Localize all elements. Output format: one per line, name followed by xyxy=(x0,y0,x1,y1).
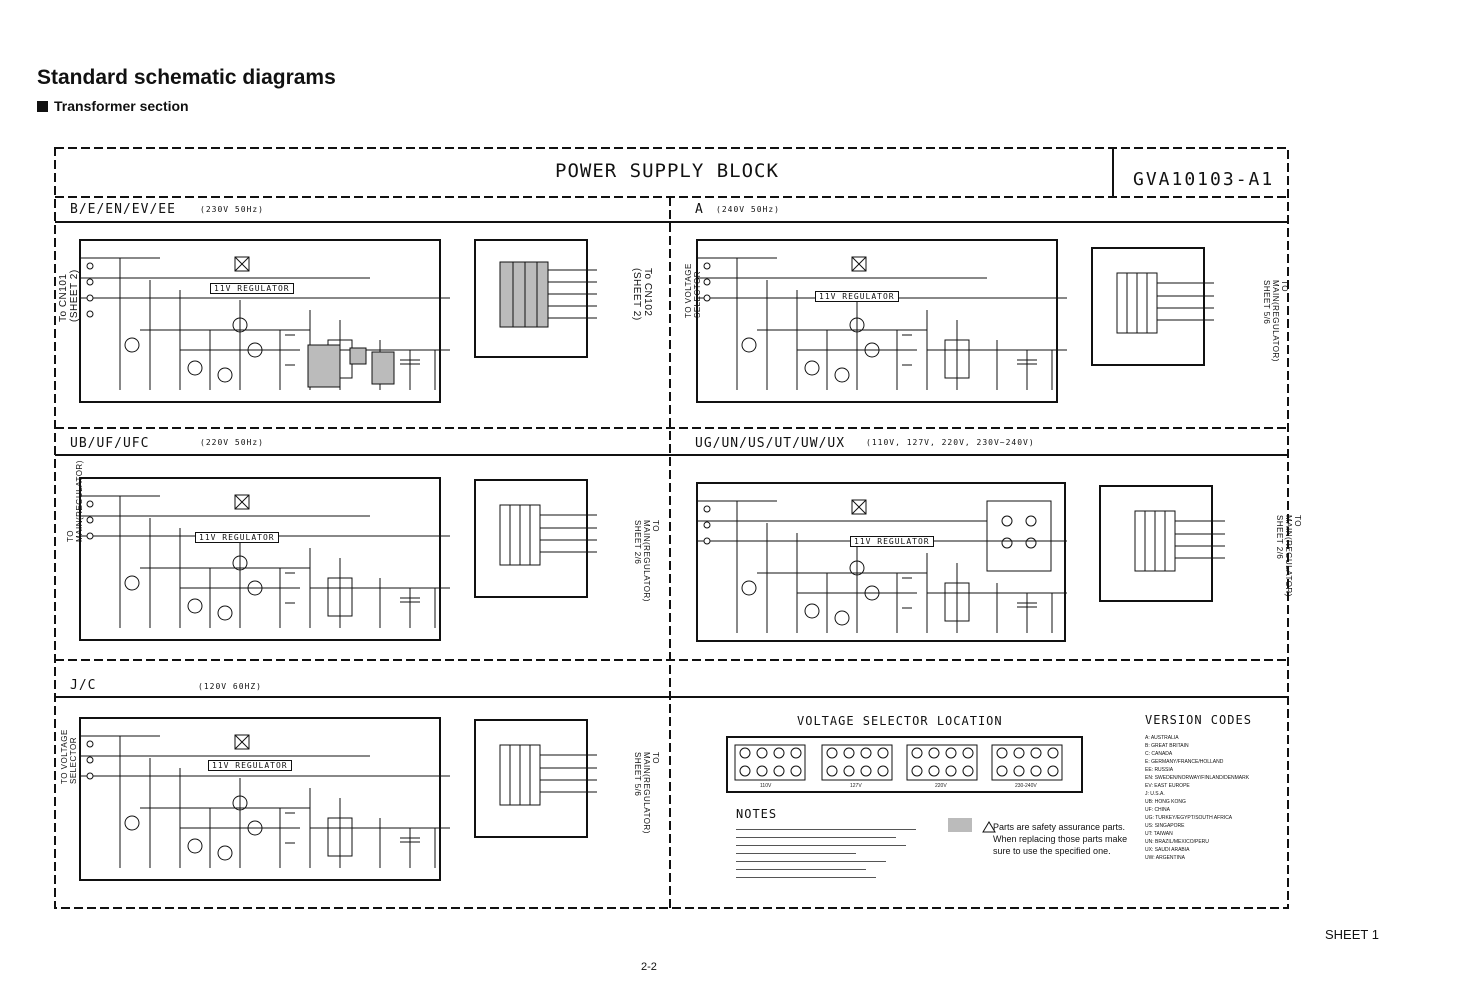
section-subtitle: Transformer section xyxy=(37,98,189,114)
version-code-item: UN: BRAZIL/MEXICO/PERU xyxy=(1145,839,1209,845)
version-code-item: UX: SAUDI ARABIA xyxy=(1145,847,1190,853)
section-label-jc: J/C xyxy=(70,678,97,693)
version-code-item: UW: ARGENTINA xyxy=(1145,855,1185,861)
version-code-item: A: AUSTRALIA xyxy=(1145,735,1179,741)
document-code: GVA10103-A1 xyxy=(1133,169,1275,190)
block-title: POWER SUPPLY BLOCK xyxy=(555,160,779,182)
section-label-ub: UB/UF/UFC xyxy=(70,436,150,451)
connector-label-ub-left: TO MAIN(REGULATOR) xyxy=(66,460,84,542)
section-label-a: A xyxy=(695,202,704,217)
version-code-item: US: SINGAPORE xyxy=(1145,823,1185,829)
connector-label-ug-right: TO MAIN(REGULATOR) SHEET 2/6 xyxy=(1275,515,1302,597)
version-code-item: EN: SWEDEN/NORWAY/FINLAND/DENMARK xyxy=(1145,775,1250,781)
version-code-item: B: GREAT BRITAIN xyxy=(1145,743,1189,749)
page-number: 2-2 xyxy=(641,961,657,973)
version-code-item: J: U.S.A. xyxy=(1145,791,1165,797)
version-codes-title: VERSION CODES xyxy=(1145,713,1252,727)
version-code-item: UF: CHINA xyxy=(1145,807,1170,813)
version-code-item: UB: HONG KONG xyxy=(1145,799,1186,805)
notes-title: NOTES xyxy=(736,807,778,821)
section-spec-ub: (220V 50Hz) xyxy=(200,438,264,447)
page-title: Standard schematic diagrams xyxy=(37,66,336,89)
version-code-item: UG: TURKEY/EGYPT/SOUTH AFRICA xyxy=(1145,815,1233,821)
section-label-ug: UG/UN/US/UT/UW/UX xyxy=(695,436,846,451)
shaded-part-swatch xyxy=(948,818,972,832)
circuit-b-e xyxy=(79,239,451,403)
selector-position-label: 220V xyxy=(935,783,947,789)
connector-label-cn101: To CN101 (SHEET 2) xyxy=(58,269,80,322)
section-spec-a: (240V 50Hz) xyxy=(716,205,780,214)
version-code-item: UT: TAIWAN xyxy=(1145,831,1173,837)
section-subtitle-text: Transformer section xyxy=(54,98,189,114)
connector-label-cn102: To CN102 (SHEET 2) xyxy=(631,268,653,321)
connector-label-a-right: TO MAIN(REGULATOR) SHEET 5/6 xyxy=(1262,280,1289,362)
warning-triangle-icon xyxy=(982,821,996,833)
voltage-selector-diagram xyxy=(726,736,1083,793)
safety-notice: Parts are safety assurance parts. When r… xyxy=(993,822,1128,856)
version-codes-list: A: AUSTRALIA B: GREAT BRITAIN C: CANADA … xyxy=(1145,734,1275,862)
regulator-label-jc: 11V REGULATOR xyxy=(208,760,292,771)
section-spec-b-e: (230V 50Hz) xyxy=(200,205,264,214)
regulator-label-ub: 11V REGULATOR xyxy=(195,532,279,543)
selector-position-label: 110V xyxy=(760,783,772,789)
regulator-label-ug: 11V REGULATOR xyxy=(850,536,934,547)
section-spec-ug: (110V, 127V, 220V, 230V~240V) xyxy=(866,438,1035,447)
version-code-item: C: CANADA xyxy=(1145,751,1173,757)
regulator-label-a: 11V REGULATOR xyxy=(815,291,899,302)
square-bullet-icon xyxy=(37,101,48,112)
connector-label-jc-right: TO MAIN(REGULATOR) SHEET 5/6 xyxy=(633,752,660,834)
connector-label-a-left: TO VOLTAGE SELECTOR xyxy=(684,263,702,318)
section-spec-jc: (120V 60HZ) xyxy=(198,682,262,691)
notes-lines xyxy=(736,826,936,885)
selector-position-label: 127V xyxy=(850,783,862,789)
version-code-item: EV: EAST EUROPE xyxy=(1145,783,1190,789)
selector-position-label: 230-240V xyxy=(1015,783,1037,789)
connector-label-ub-right: TO MAIN(REGULATOR) SHEET 2/6 xyxy=(633,520,660,602)
voltage-selector-title: VOLTAGE SELECTOR LOCATION xyxy=(797,714,1003,728)
connector-label-jc-left: TO VOLTAGE SELECTOR xyxy=(60,729,78,784)
version-code-item: E: GERMANY/FRANCE/HOLLAND xyxy=(1145,759,1224,765)
regulator-label-b-e: 11V REGULATOR xyxy=(210,283,294,294)
sheet-label: SHEET 1 xyxy=(1325,927,1379,942)
section-label-b-e: B/E/EN/EV/EE xyxy=(70,202,176,217)
version-code-item: EE: RUSSIA xyxy=(1145,767,1174,773)
